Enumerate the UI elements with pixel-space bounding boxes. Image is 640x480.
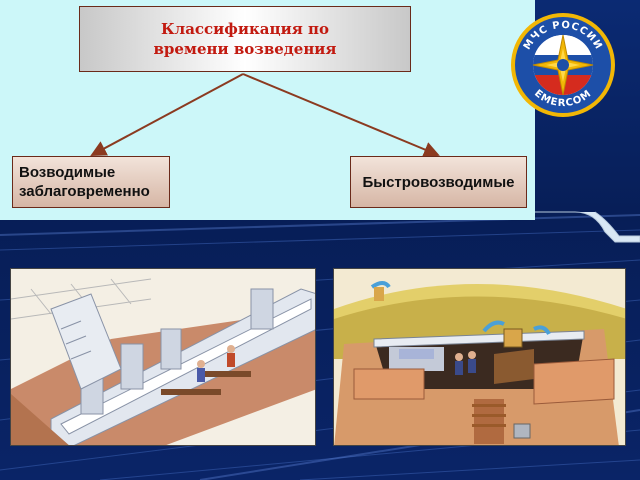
child-node-prebuilt: Возводимые заблаговременно bbox=[12, 156, 170, 208]
root-node-label: Классификация по времени возведения bbox=[140, 19, 350, 59]
child-node-quickbuilt: Быстровозводимые bbox=[350, 156, 527, 208]
root-node: Классификация по времени возведения bbox=[79, 6, 411, 72]
pre-built-shelter-illustration bbox=[10, 268, 316, 446]
emercom-logo: МЧС РОССИИ EMERCOM bbox=[508, 10, 618, 120]
arrow-left bbox=[92, 74, 243, 155]
child-node-prebuilt-label: Возводимые заблаговременно bbox=[19, 163, 169, 201]
quick-built-shelter-illustration bbox=[333, 268, 626, 446]
child-node-quickbuilt-label: Быстровозводимые bbox=[362, 174, 514, 191]
arrow-right bbox=[243, 74, 438, 155]
